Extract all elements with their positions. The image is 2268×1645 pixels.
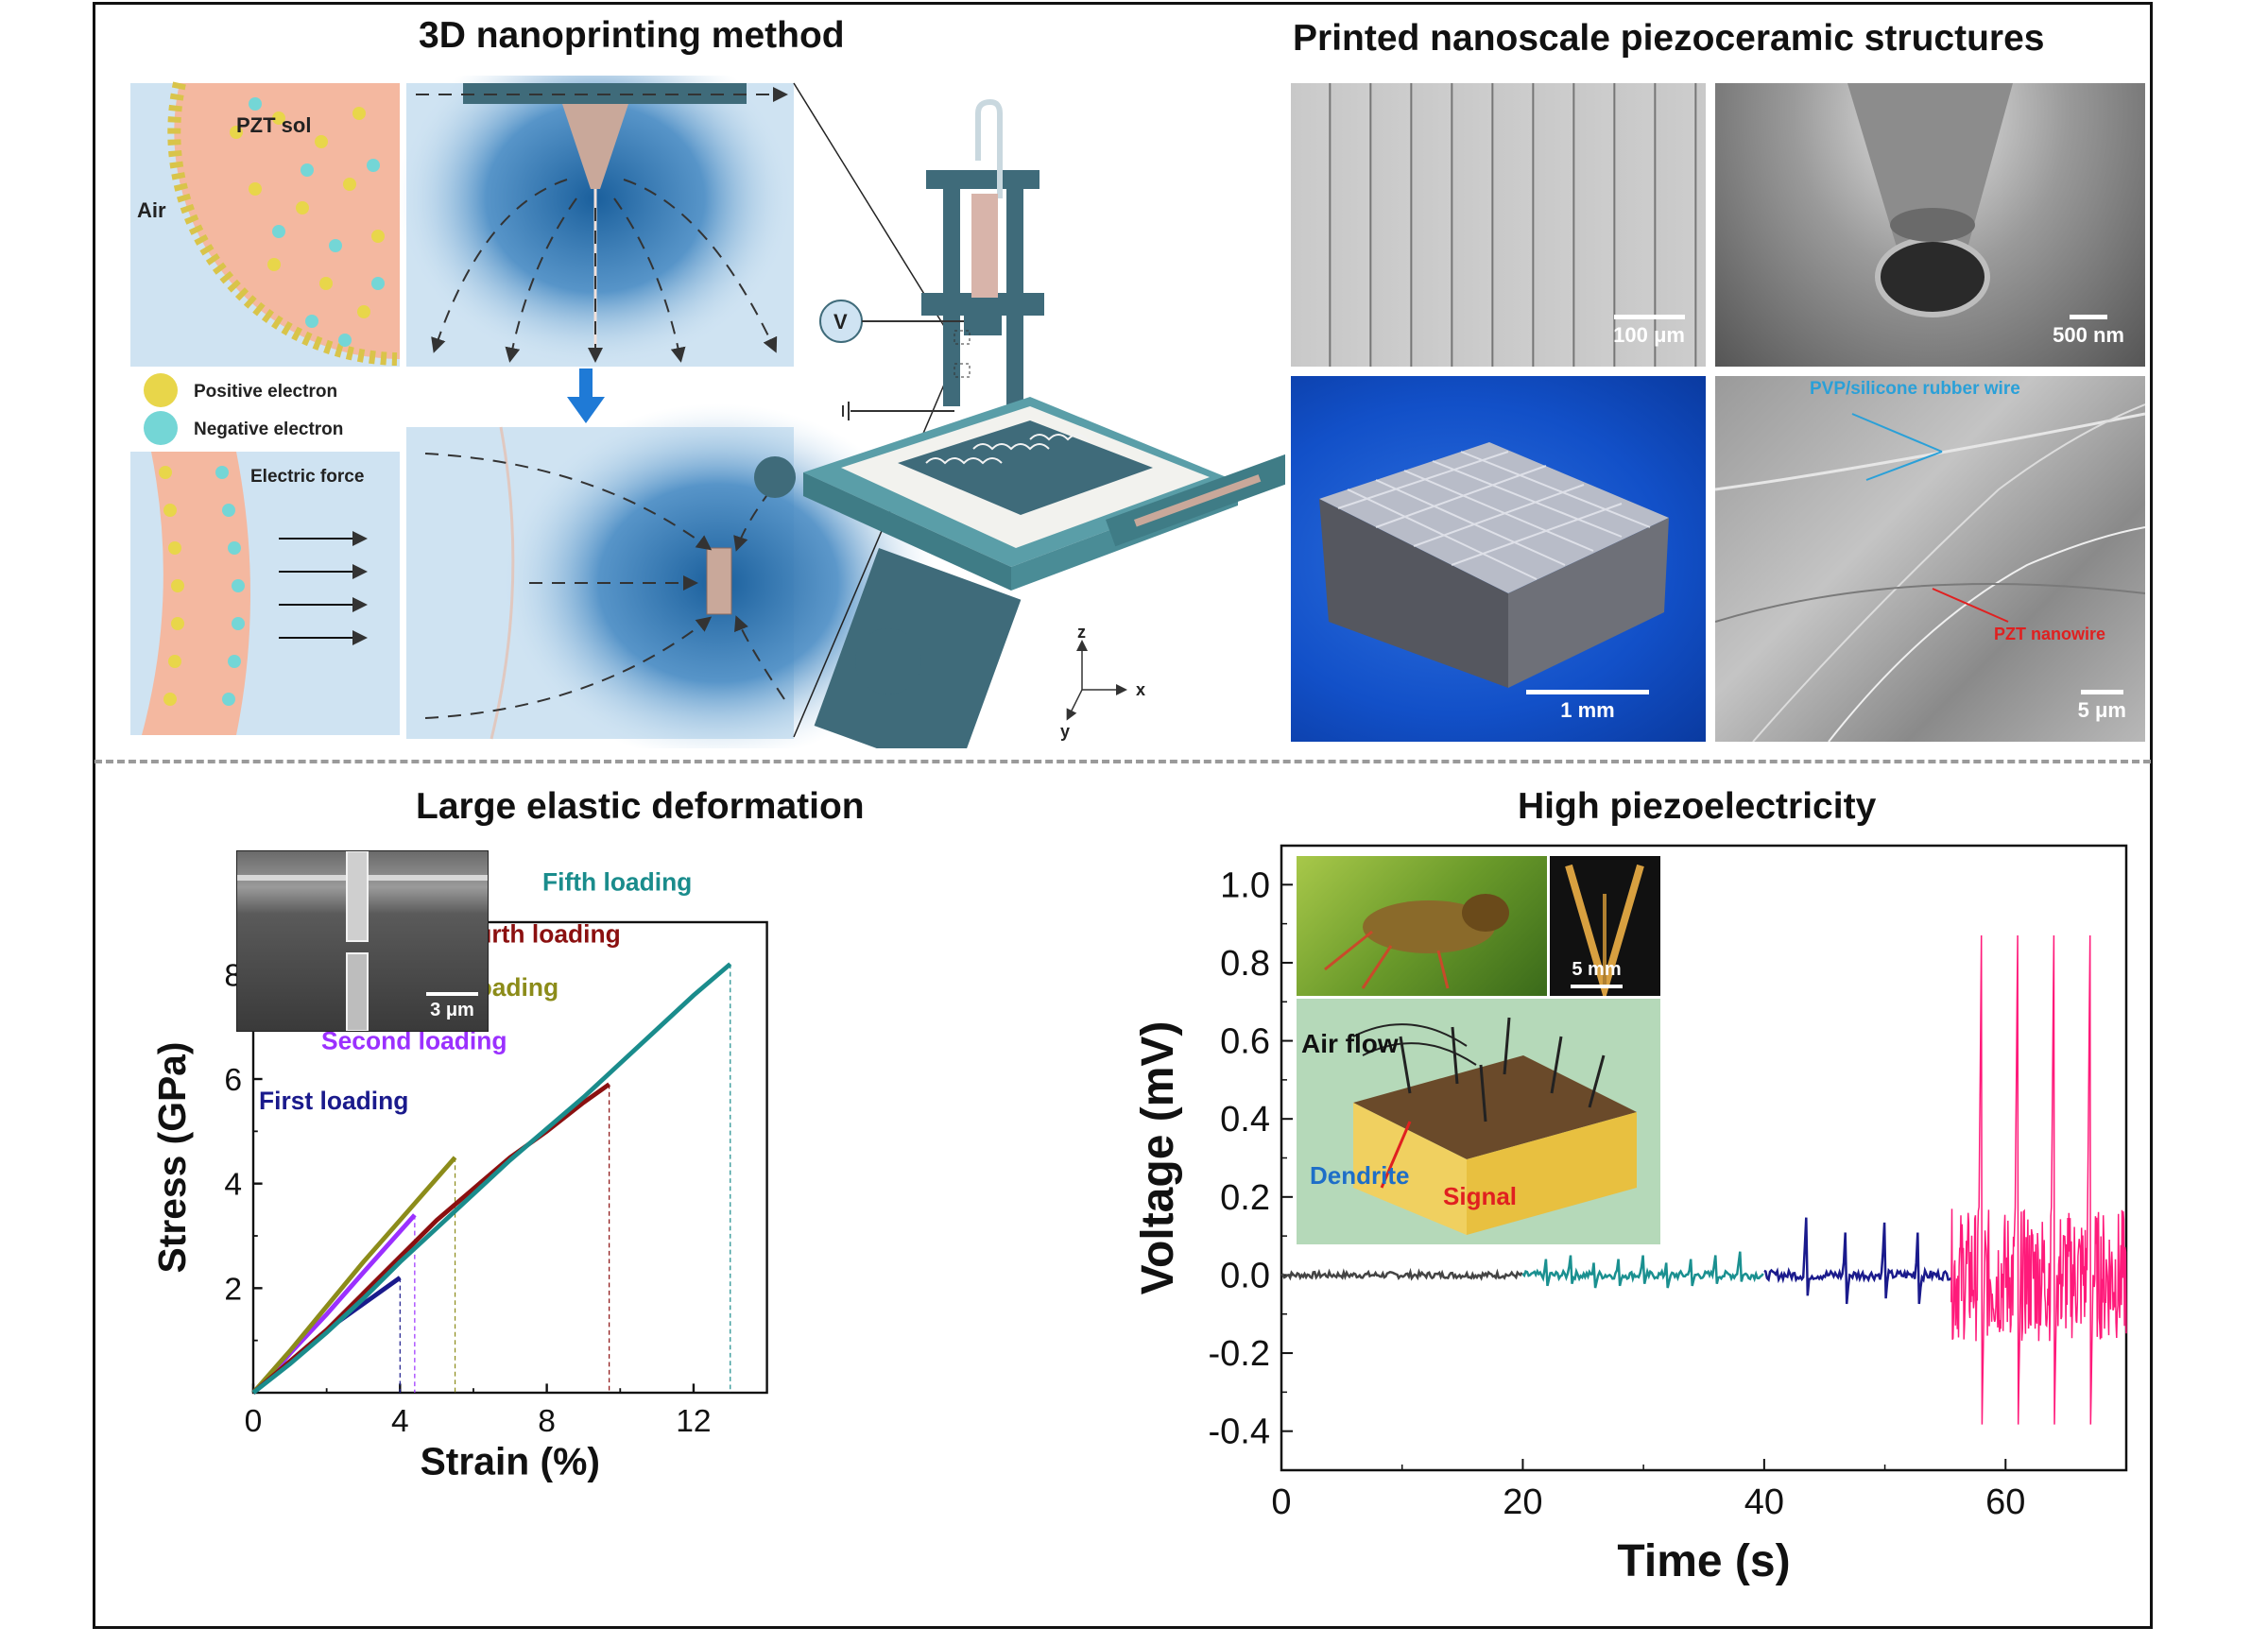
dendrite-label: Dendrite: [1310, 1161, 1410, 1190]
scale-text-hair: 5 mm: [1572, 959, 1622, 980]
printed-lines-micrograph: 100 μm: [1291, 83, 1706, 367]
y-tick-label: 0.2: [1220, 1178, 1270, 1218]
title-piezoelectricity: High piezoelectricity: [1518, 786, 1877, 827]
series-line-5: [251, 962, 732, 1395]
title-printed-structures: Printed nanoscale piezoceramic structure…: [1293, 18, 2045, 59]
x-tick-label: 12: [676, 1404, 711, 1439]
figure-frame: [93, 2, 2153, 1629]
insect-photo-inset: [1297, 856, 1547, 996]
voltage-symbol: V: [833, 310, 848, 334]
y-tick-label: 0.8: [1220, 944, 1270, 984]
legend-negative: Negative electron: [194, 420, 343, 439]
scale-text-nozzle: 500 nm: [2053, 323, 2124, 347]
y-tick-label: 1.0: [1220, 865, 1270, 905]
scale-text-lattice: 1 mm: [1560, 698, 1615, 722]
process-arrow: [567, 368, 605, 423]
electric-force-panel: Electric force: [130, 452, 400, 735]
hair-photo-inset: 5 mm: [1550, 856, 1660, 996]
x-tick-label: 40: [1744, 1482, 1784, 1522]
y-axis-label: Voltage (mV): [1133, 1021, 1183, 1295]
signal-label: Signal: [1443, 1182, 1518, 1210]
voltage-segment-2: [1521, 1251, 1764, 1289]
legend-positive: Positive electron: [194, 382, 337, 402]
nanowire-drawing: [1715, 403, 2145, 742]
x-axis-label: Strain (%): [421, 1439, 600, 1482]
air-label: Air: [137, 198, 166, 222]
lattice-photo: 1 mm: [1291, 376, 1706, 742]
skin-drawing: [1352, 1017, 1637, 1235]
pzt-nanowire-label: PZT nanowire: [1994, 625, 2106, 643]
axis-x-label: x: [1136, 680, 1145, 699]
voltage-segment-1: [1280, 1267, 1523, 1281]
scale-text-sem: 5 μm: [2077, 698, 2126, 722]
voltage-segment-3: [1763, 1217, 1952, 1305]
x-tick-label: 0: [245, 1404, 263, 1439]
nozzle-panel: [397, 76, 794, 368]
y-tick-label: 2: [224, 1272, 242, 1307]
y-tick-label: -0.2: [1209, 1334, 1270, 1374]
y-axis-label: Stress (GPa): [150, 1042, 194, 1274]
axis-z-label: z: [1077, 623, 1086, 642]
hair-drawing: [1565, 864, 1644, 996]
nozzle-sem-micrograph: 500 nm: [1715, 83, 2145, 367]
x-tick-label: 20: [1503, 1482, 1542, 1522]
scale-bar-lines: 100 μm: [1613, 315, 1685, 348]
y-tick-label: 0.0: [1220, 1256, 1270, 1295]
stress-plot-frame: [251, 920, 768, 1395]
series-line-3: [251, 1156, 457, 1395]
scale-bar-sem: 5 μm: [2078, 690, 2126, 723]
x-tick-label: 4: [391, 1404, 409, 1439]
pzt-sol-label: PZT sol: [236, 113, 311, 137]
scale-bar-pillar: 3 μm: [426, 992, 478, 1021]
pvp-wire-label: PVP/silicone rubber wire: [1810, 379, 2020, 399]
droplet-panel: PZT sol Air: [130, 81, 400, 367]
x-tick-label: 60: [1985, 1482, 2025, 1522]
nozzle-tip-drawing: [1847, 83, 2013, 317]
voltage-segment-4: [1950, 934, 2127, 1425]
scale-text-pillar: 3 μm: [430, 1000, 474, 1020]
section-divider: [94, 760, 2151, 763]
lattice-block-drawing: [1319, 442, 1669, 688]
y-tick-label: 4: [224, 1168, 242, 1203]
electric-force-label: Electric force: [250, 467, 364, 487]
pillar-sem-inset: 3 μm: [236, 850, 489, 1032]
y-tick-label: -0.4: [1209, 1413, 1270, 1452]
series-label-1: First loading: [259, 1087, 408, 1115]
scale-bar-lattice: 1 mm: [1526, 690, 1649, 723]
scale-bar-nozzle: 500 nm: [2053, 315, 2124, 348]
insect-drawing: [1324, 894, 1509, 989]
series-label-5: Fifth loading: [542, 867, 692, 896]
title-nanoprinting: 3D nanoprinting method: [419, 15, 845, 56]
air-flow-label: Air flow: [1301, 1029, 1399, 1058]
electron-legend: Positive electron Negative electron: [144, 373, 343, 445]
series-line-4: [251, 1082, 611, 1395]
scale-bar-hair: 5 mm: [1571, 959, 1623, 992]
axis-y-label: y: [1060, 722, 1070, 741]
nanoprinting-schematic: PZT sol Air Positive electron Negative e…: [130, 76, 1285, 748]
x-axis-label: Time (s): [1617, 1536, 1790, 1586]
y-tick-label: 0.4: [1220, 1100, 1270, 1140]
scale-text-lines: 100 μm: [1613, 323, 1685, 347]
y-tick-label: 0.6: [1220, 1022, 1270, 1062]
x-tick-label: 0: [1271, 1482, 1291, 1522]
title-elastic-deformation: Large elastic deformation: [416, 786, 865, 827]
skin-illustration-inset: Air flow Dendrite Signal: [1297, 999, 1660, 1244]
nanowire-sem-micrograph: PVP/silicone rubber wire PZT nanowire 5 …: [1715, 376, 2145, 742]
printer-illustration: V z x y: [754, 98, 1285, 748]
pillar-drawing: [237, 851, 488, 1031]
y-tick-label: 6: [224, 1063, 242, 1098]
x-tick-label: 8: [538, 1404, 556, 1439]
